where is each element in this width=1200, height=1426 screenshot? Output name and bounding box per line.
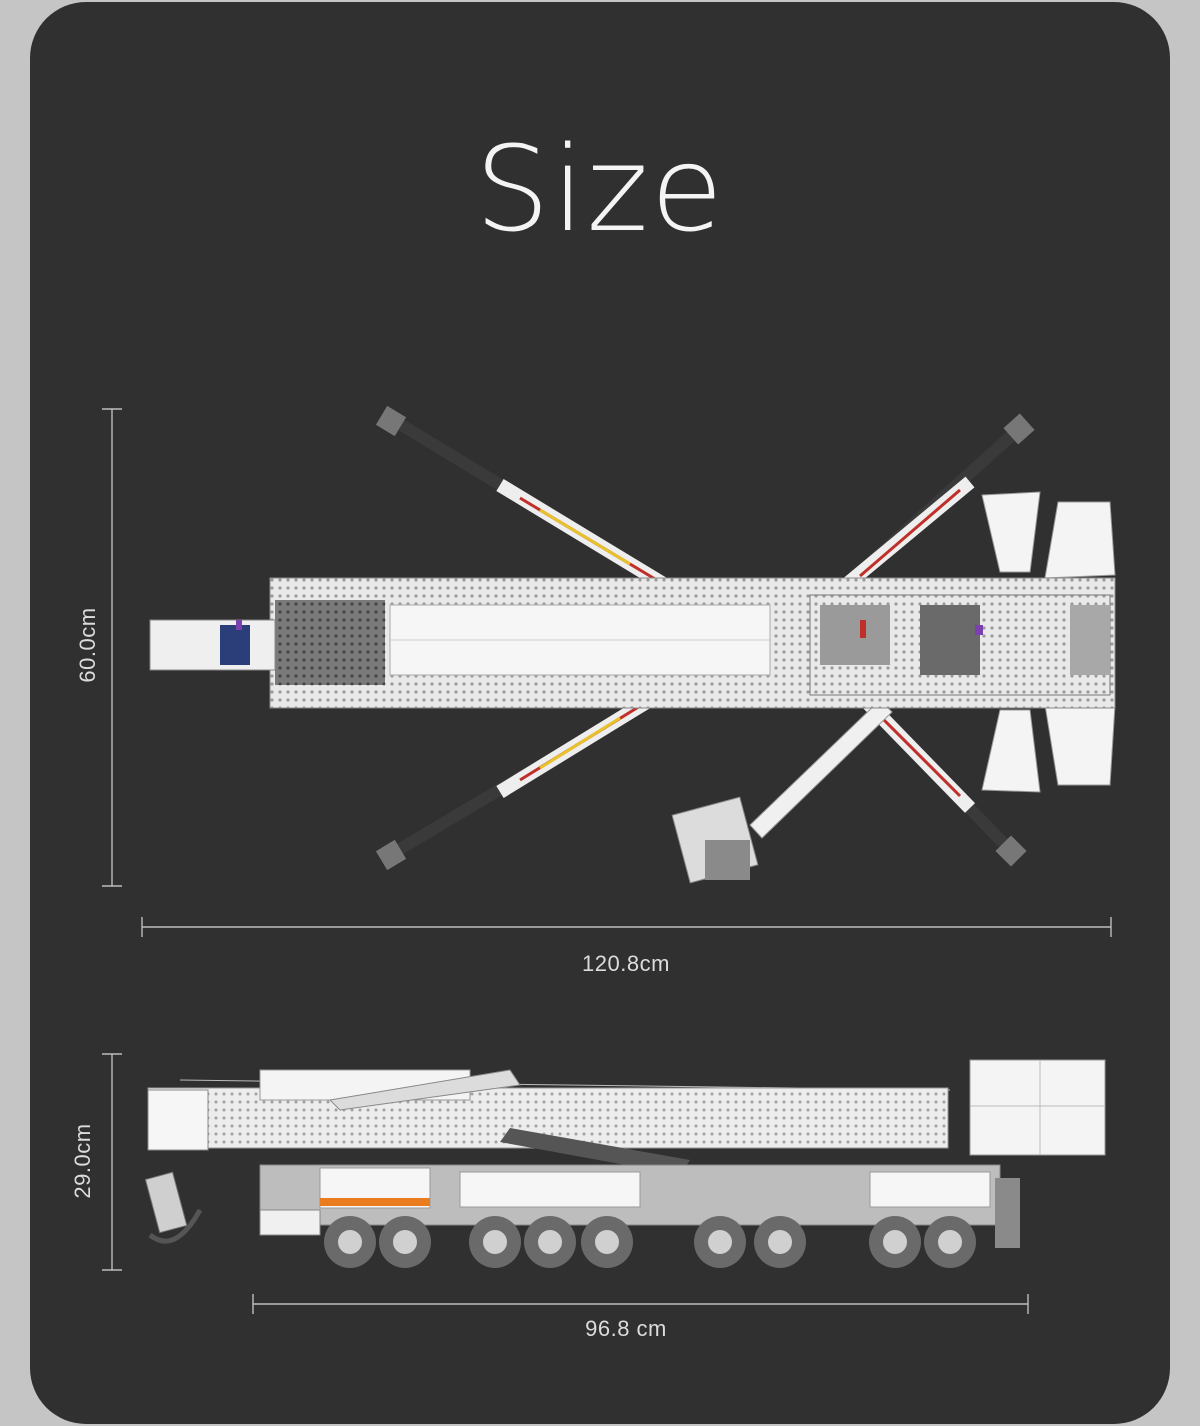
counterweight-side (969, 1059, 1106, 1156)
crane-boom-side (147, 1069, 951, 1175)
side-height-label: 29.0cm (70, 1123, 95, 1199)
auxiliary-jib (671, 699, 893, 884)
crane-side-view-image (144, 1059, 1106, 1268)
crane-top-view-image (149, 405, 1116, 884)
outrigger-arm (835, 413, 1035, 596)
top-width-label: 120.8cm (582, 951, 670, 976)
outrigger-arm (375, 694, 654, 871)
cab-top (149, 619, 276, 671)
truck-wheels (324, 1216, 976, 1268)
page-title: Size (474, 120, 726, 258)
top-height-label: 60.0cm (75, 607, 100, 683)
outrigger-arm (375, 405, 674, 594)
crane-body-top (269, 577, 1116, 709)
side-width-label: 96.8 cm (585, 1316, 667, 1341)
truck-chassis (259, 1164, 1020, 1248)
counterweight-blocks (981, 491, 1116, 793)
hook-block (144, 1171, 203, 1244)
